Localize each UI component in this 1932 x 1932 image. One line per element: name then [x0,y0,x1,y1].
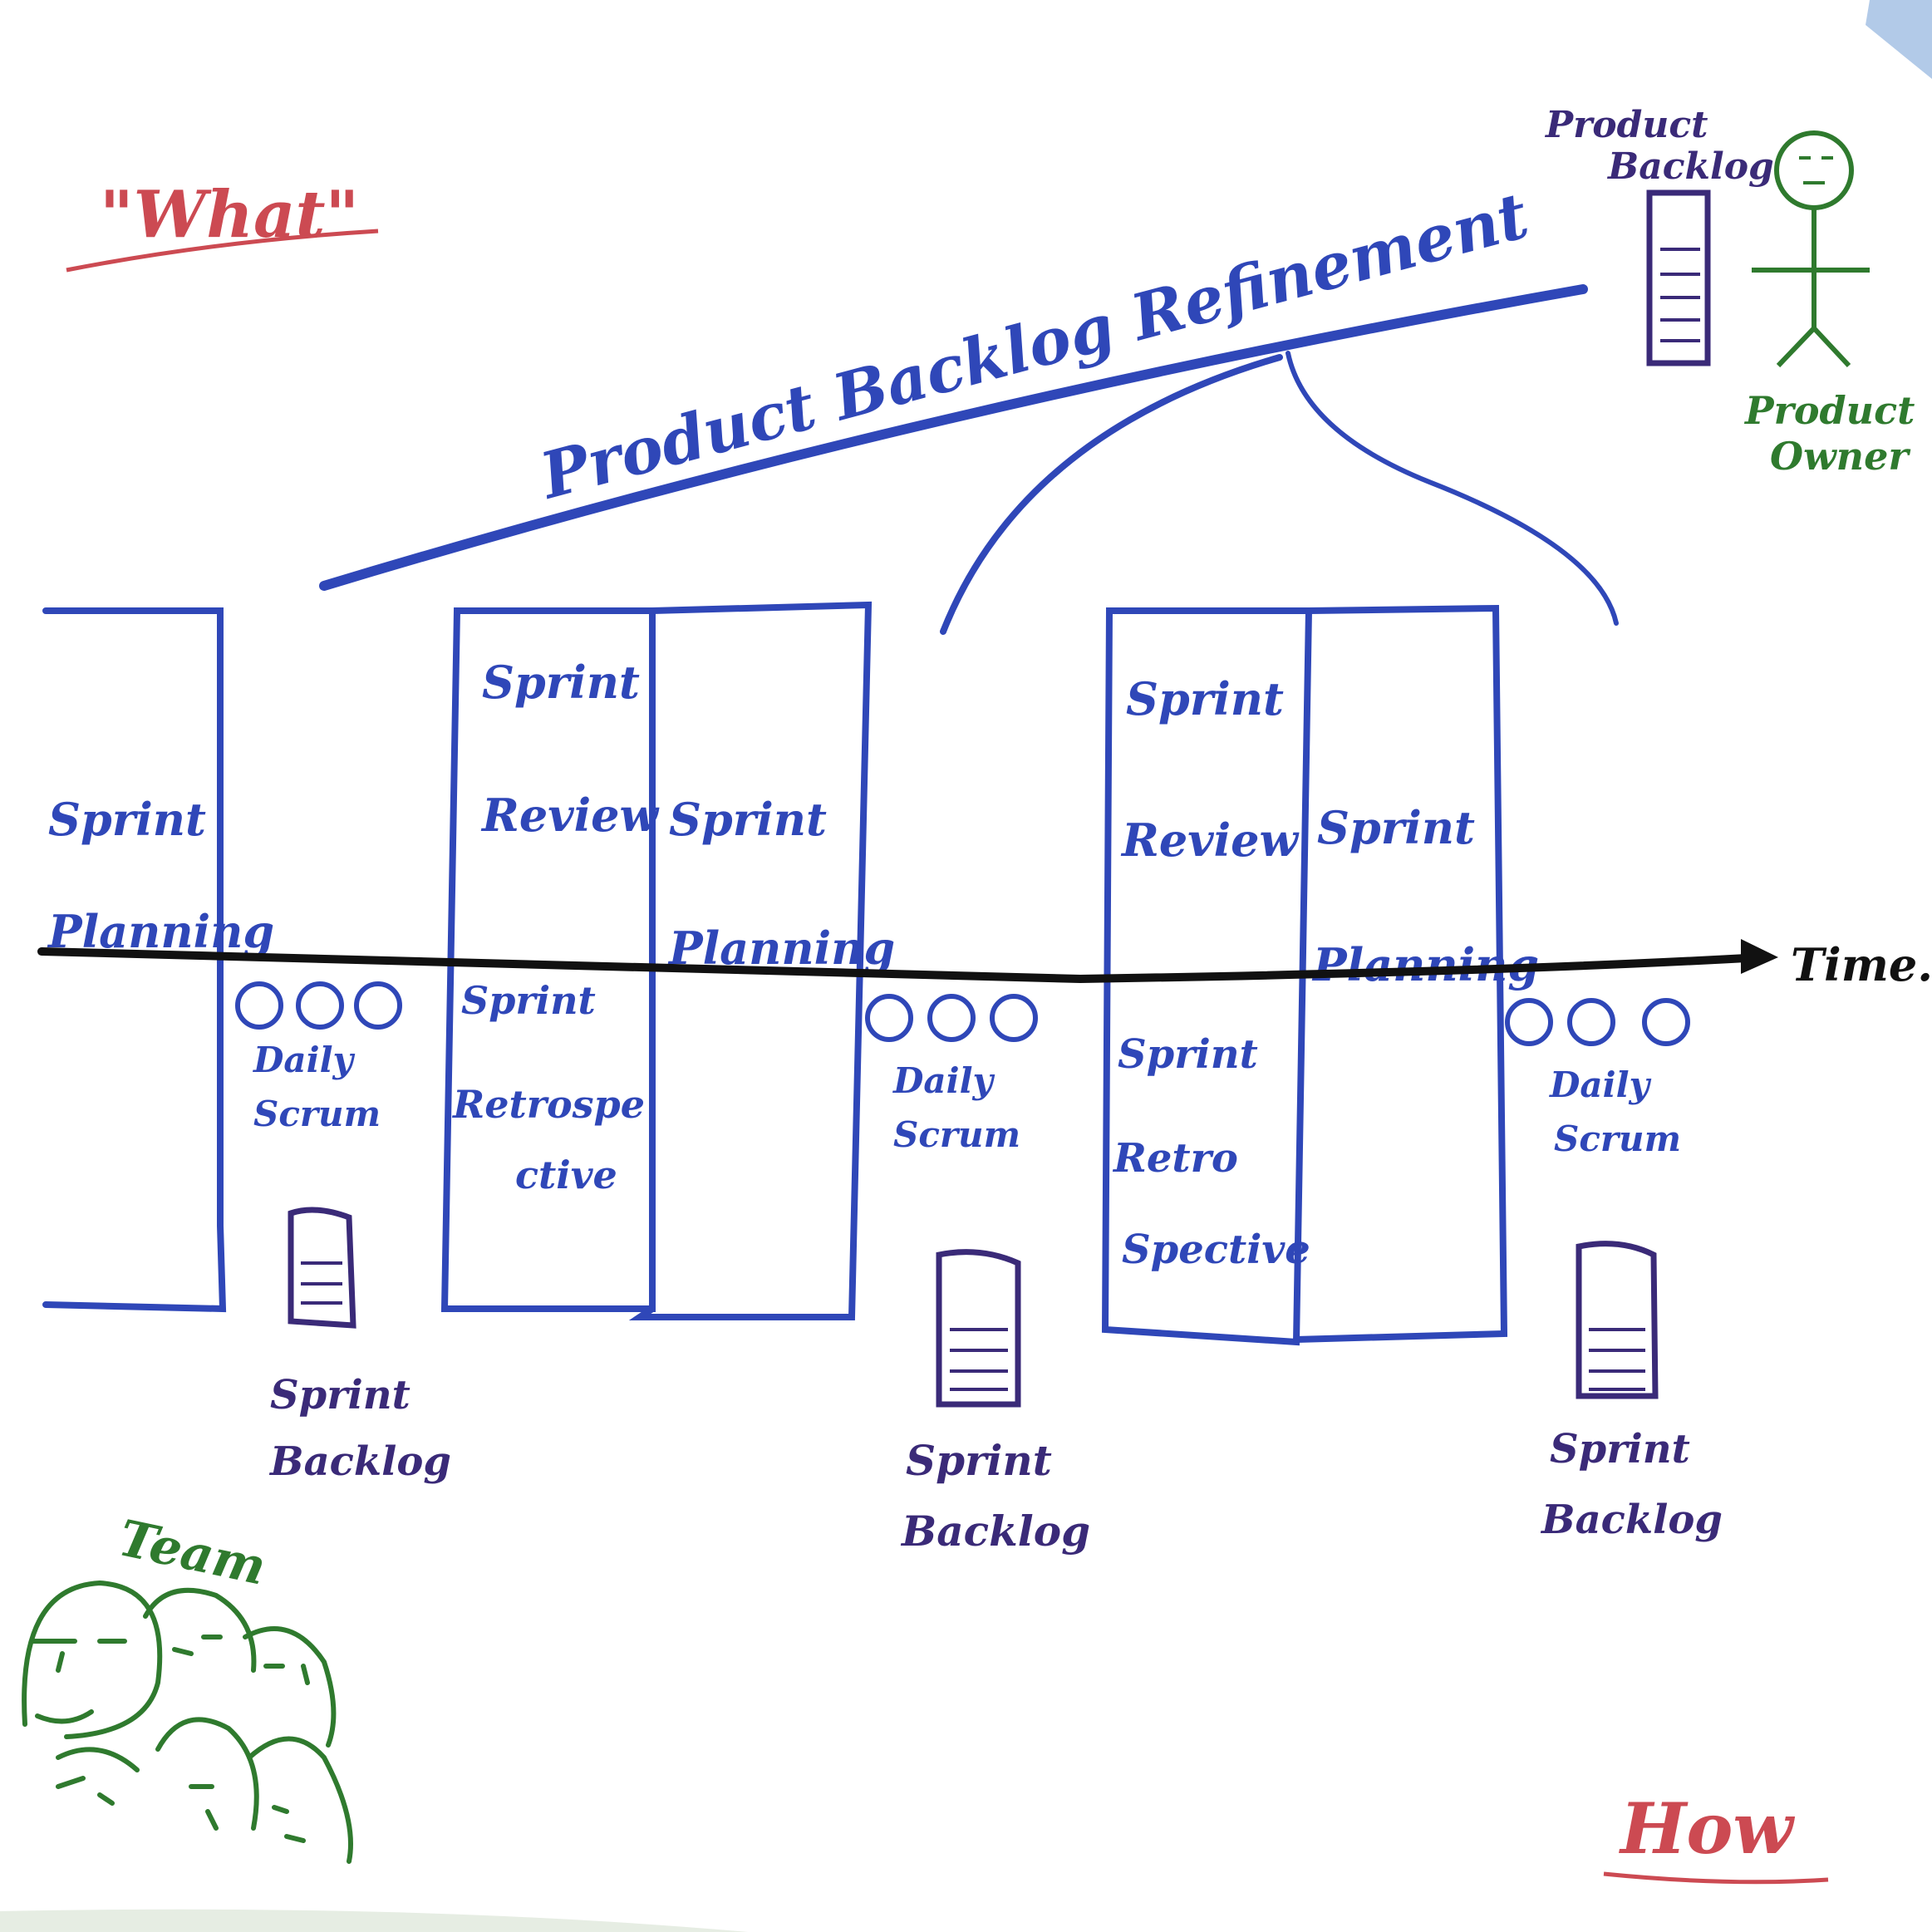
sprint-backlog-1-line-2: Backlog [268,1438,451,1485]
product-owner-label-2: Owner [1770,434,1911,479]
timeline-arrow [1741,939,1778,974]
team-faces [22,1580,353,1864]
daily-scrum-2-line-1: Daily [892,1060,995,1101]
review-2-line-1: Sprint [1126,672,1284,725]
refinement-line [319,284,1588,591]
what-label: "What" [100,177,359,253]
daily-scrum-1-line-2: Scrum [253,1094,381,1134]
sprint-backlog-3: Sprint Backlog [1540,1241,1723,1543]
planning-3-line-1: Sprint [1317,801,1475,854]
planning-2-line-1: Sprint [669,793,827,846]
what-underline [66,229,379,273]
block-texts: Sprint Planning Sprint Review Sprint Ret… [47,656,1539,1273]
retro-1-line-2: Retrospe [451,1082,645,1127]
daily-scrum-3-line-1: Daily [1549,1064,1652,1105]
review-1-line-1: Sprint [482,656,640,709]
product-backlog-label-1: Product [1544,104,1708,146]
retro-1-line-3: ctive [515,1153,617,1197]
sprint-backlog-2: Sprint Backlog [900,1249,1090,1556]
product-owner-head [1774,130,1854,210]
review-2-line-2: Review [1120,814,1300,867]
timeline-label: Time. [1791,938,1932,991]
sprint-backlog-2-line-1: Sprint [906,1436,1052,1485]
daily-scrum-2: Daily Scrum [865,994,1038,1155]
product-backlog-label-2: Backlog [1606,145,1774,188]
product-backlog-lines [1660,248,1700,342]
daily-scrum-3-line-2: Scrum [1554,1118,1681,1159]
refinement-branch-left [940,354,1283,635]
product-backlog: Product Backlog [1544,104,1774,366]
product-owner [1752,130,1870,368]
sprint-backlog-2-line-2: Backlog [900,1507,1090,1556]
how-underline [1603,1871,1829,1885]
team-label: Team [114,1509,271,1597]
daily-scrum-1-line-1: Daily [253,1040,356,1080]
retro-1-line-1: Sprint [461,978,596,1023]
product-owner-label-1: Product [1743,388,1915,433]
sprint-backlog-3-line-1: Sprint [1550,1426,1690,1472]
paper-curl [0,1909,748,1932]
block-planning-1 [42,607,227,1313]
sprint-backlog-2-icon [936,1249,1021,1408]
sprint-backlog-1: Sprint Backlog [268,1207,451,1485]
sprint-backlog-3-icon [1576,1241,1659,1399]
daily-scrum-3: Daily Scrum [1505,998,1690,1159]
retro-2-line-1: Sprint [1118,1031,1258,1078]
sprint-backlog-1-line-1: Sprint [270,1372,410,1418]
planning-1-line-1: Sprint [48,793,206,846]
how-label: How [1619,1787,1795,1870]
retro-2-line-3: Spective [1122,1227,1310,1273]
tape [1866,0,1932,79]
sprint-backlog-1-icon [288,1207,356,1329]
daily-scrum-2-line-2: Scrum [893,1114,1020,1155]
product-backlog-icon [1646,189,1711,366]
sprint-backlog-3-line-2: Backlog [1540,1497,1723,1543]
refinement-branch-right [1286,351,1619,626]
block-planning-2 [628,601,873,1320]
retro-2-line-2: Retro [1112,1135,1238,1182]
review-1-line-2: Review [480,789,660,842]
timeline [37,947,1766,984]
daily-scrum-1: Daily Scrum [235,981,402,1134]
